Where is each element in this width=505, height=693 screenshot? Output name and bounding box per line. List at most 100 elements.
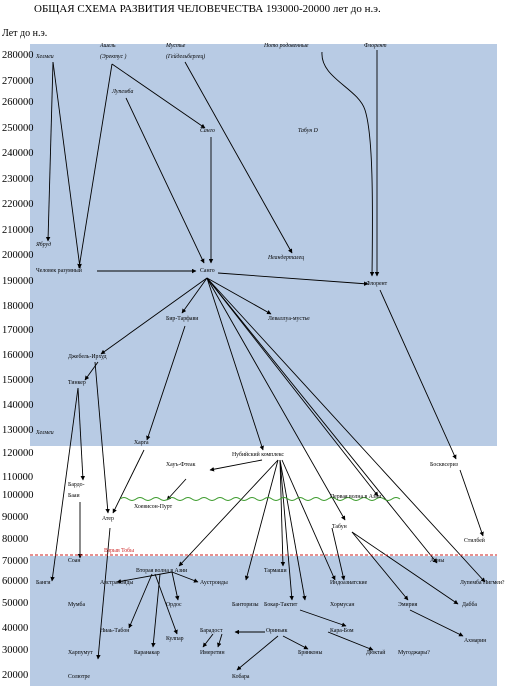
node-label: Хелмеи [36, 430, 54, 436]
year-tick: 60000 [2, 576, 29, 587]
node-label: Айны [430, 558, 445, 564]
year-tick: 180000 [2, 301, 34, 312]
year-tick: 170000 [2, 325, 34, 336]
node-label: Лупемба Пигмеи? [460, 580, 505, 586]
node-label: Ахмарин [464, 638, 487, 644]
node-label: Дюктай [366, 650, 386, 656]
year-tick: 190000 [2, 276, 34, 287]
year-tick: 30000 [2, 645, 29, 656]
wave-boundary-line [119, 497, 401, 501]
node-label: Харга [134, 440, 149, 446]
year-tick: 260000 [2, 97, 34, 108]
year-tick: 90000 [2, 512, 29, 523]
node-label: Нубийский комплекс [232, 452, 284, 458]
edge [279, 459, 294, 601]
year-tick: 240000 [2, 148, 34, 159]
edge [45, 61, 54, 242]
node-label: Бааи [68, 493, 80, 499]
edge [206, 277, 346, 521]
upper-period-band [30, 44, 497, 446]
node-label: Кобара [232, 674, 250, 680]
node-label: Бокар-Тактит [264, 602, 298, 608]
year-tick: 150000 [2, 375, 34, 386]
node-label: Флорент [366, 281, 388, 287]
node-label: Джебель-Ирхуд [68, 354, 107, 360]
node-label: Тармаши [264, 568, 287, 574]
edge [100, 277, 208, 355]
node-label: Индоазиатские [330, 580, 368, 586]
edge [379, 289, 457, 460]
node-label: Хауъ-Фтеак [166, 462, 196, 468]
node-label: Леваллуа-мустье [268, 316, 310, 322]
edge [151, 573, 161, 648]
node-label: Санго [200, 128, 215, 134]
node-label: Хормусан [330, 602, 355, 608]
edge [351, 531, 409, 601]
edge [351, 531, 459, 605]
node-label: Лупемба [112, 89, 134, 95]
node-label: Мустье [166, 43, 186, 49]
node-label: Каранакар [134, 650, 160, 656]
edge [281, 459, 336, 581]
edge [77, 63, 113, 269]
year-tick: 120000 [2, 448, 34, 459]
node-label: Барадост [200, 628, 223, 634]
node-label: Человек разумный [36, 268, 82, 274]
node-label: Хелмеи [36, 54, 54, 60]
year-tick: 20000 [2, 670, 29, 681]
node-label: Homo родовенные [264, 43, 309, 49]
edge [94, 361, 110, 514]
node-label: Кулпар [166, 636, 184, 642]
node-label: Флорент [364, 43, 387, 49]
edge [206, 277, 264, 451]
node-label: Мугоджары? [398, 650, 430, 656]
node-label: Банторизы [232, 602, 259, 608]
edge [181, 277, 208, 314]
edge [146, 325, 186, 441]
edge [209, 459, 263, 472]
node-label: Бир-Тарфави [166, 316, 199, 322]
node-label: Мумба [68, 602, 86, 608]
edge [321, 51, 375, 277]
edge [459, 469, 484, 537]
node-label: Банги [36, 580, 51, 586]
year-tick: 200000 [2, 250, 34, 261]
node-label: Ориньяк [266, 628, 288, 634]
node-label: Солютре [68, 674, 90, 680]
edge [96, 527, 111, 660]
node-label: Санго [200, 268, 215, 274]
edge [282, 635, 309, 650]
year-tick: 80000 [2, 534, 29, 545]
edge [128, 573, 153, 629]
page-title: ОБЩАЯ СХЕМА РАЗВИТИЯ ЧЕЛОВЕЧЕСТВА 193000… [34, 3, 381, 15]
edge [77, 387, 86, 481]
edge [331, 527, 346, 581]
edge [125, 97, 205, 264]
node-label: Табун D [298, 128, 318, 134]
node-label: Дабба [462, 602, 477, 608]
node-label: Австралойды [100, 580, 134, 586]
edge [171, 571, 180, 601]
edge [299, 609, 347, 627]
edge [279, 459, 307, 601]
edge [206, 277, 379, 497]
node-label: Ордос [166, 602, 182, 608]
node-label: Вторая волна в Азии [136, 568, 188, 574]
node-label: Эмирия [398, 602, 418, 608]
node-label: Соан [68, 558, 81, 564]
year-tick: 70000 [2, 556, 29, 567]
edge [409, 609, 464, 637]
node-label: Тинкер [68, 380, 86, 386]
year-tick: 140000 [2, 400, 34, 411]
node-label: Ябруд [36, 242, 52, 248]
year-tick: 130000 [2, 425, 34, 436]
edge [206, 277, 272, 315]
axis-unit-label: Лет до н.э. [2, 28, 48, 39]
node-label: Имеретин [200, 650, 225, 656]
year-tick: 160000 [2, 350, 34, 361]
year-tick: 50000 [2, 598, 29, 609]
node-label: Первая волна в Азии [330, 494, 382, 500]
edge [202, 633, 214, 648]
edge [84, 361, 99, 381]
